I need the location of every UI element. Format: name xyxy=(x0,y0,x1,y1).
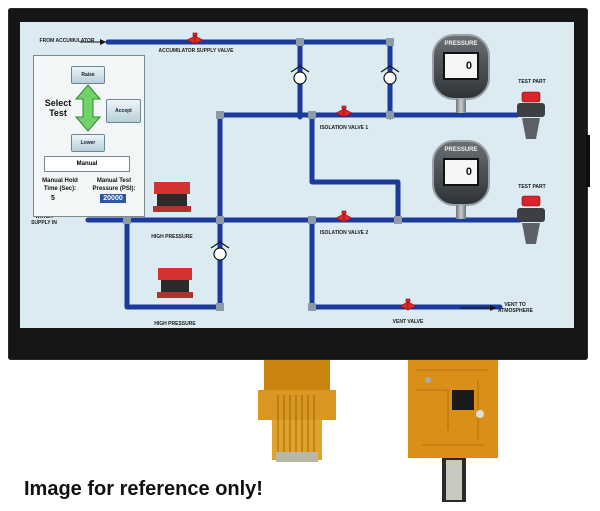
from-accumulator-label: FROM ACCUMULATOR xyxy=(39,38,95,44)
pipe-diagram xyxy=(80,32,545,311)
touch-flex-cable xyxy=(408,360,498,502)
test-pressure-label: Manual Test Pressure (PSI): xyxy=(92,178,136,192)
gauge-2-name: PRESSURE xyxy=(444,147,478,153)
accept-button[interactable]: Accept xyxy=(106,99,141,123)
pressure-gauge-2: PRESSURE 0 xyxy=(432,140,490,206)
gauge-1-stem xyxy=(456,99,466,113)
gauge-1-name: PRESSURE xyxy=(444,41,478,47)
lower-button[interactable]: Lower xyxy=(71,134,105,152)
test-part-1-label: TEST PART xyxy=(518,79,546,85)
high-pressure-2-label: HIGH PRESSURE xyxy=(154,321,196,327)
hold-time-label: Manual Hold Time (Sec): xyxy=(42,178,78,192)
lcd-flex-cable xyxy=(258,360,336,462)
high-pressure-1-label: HIGH PRESSURE xyxy=(151,234,193,240)
test-pressure-input[interactable]: 20000 xyxy=(100,194,126,203)
gauge-2-stem xyxy=(456,205,466,219)
vent-to-atmosphere-label: VENT TO ATMOSPHERE xyxy=(498,302,533,314)
isolation-valve-2-label: ISOLATION VALVE 2 xyxy=(319,230,369,236)
bezel-side-tab xyxy=(586,135,590,187)
vent-valve-label: VENT VALVE xyxy=(392,319,424,325)
up-down-arrow-icon xyxy=(75,84,101,132)
raise-button[interactable]: Raise xyxy=(71,66,105,84)
test-mode-field[interactable]: Manual xyxy=(44,156,130,172)
gauge-2-value: 0 xyxy=(443,158,479,186)
gauge-1-value: 0 xyxy=(443,52,479,80)
pressure-gauge-1: PRESSURE 0 xyxy=(432,34,490,100)
select-test-panel: Select Test Raise Lower Accept Manual Ma… xyxy=(33,55,145,217)
hold-time-value: 5 xyxy=(51,195,55,202)
isolation-valve-1-label: ISOLATION VALVE 1 xyxy=(319,125,369,131)
reference-caption: Image for reference only! xyxy=(24,478,263,500)
accumulator-supply-valve-label: ACCUMILATOR SUPPLY VALVE xyxy=(158,48,234,54)
test-part-2-label: TEST PART xyxy=(518,184,546,190)
select-test-title: Select Test xyxy=(44,98,72,118)
water-supply-in-label: WATER SUPPLY IN xyxy=(31,214,57,226)
